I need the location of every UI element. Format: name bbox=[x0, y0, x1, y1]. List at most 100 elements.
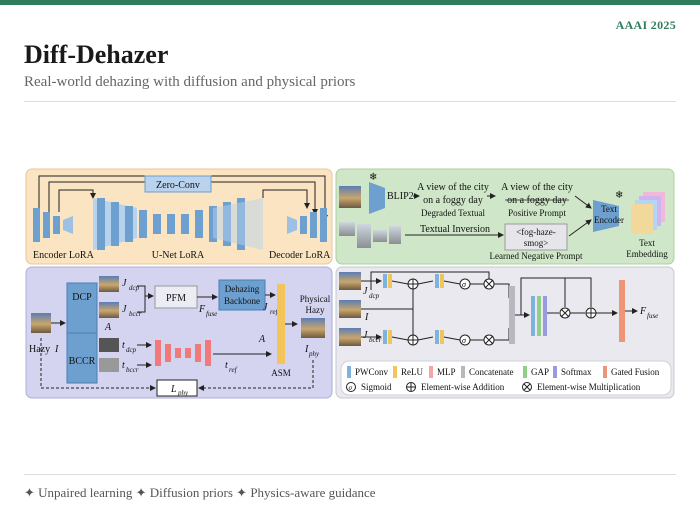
frozen-snowflake-icon-2: ❄ bbox=[615, 190, 623, 201]
legend-gap: GAP bbox=[531, 367, 549, 377]
a-symbol: A bbox=[104, 322, 112, 333]
encoder-lora-blocks bbox=[33, 208, 73, 242]
panel-text-guidance: ❄ BLIP2 A view of the city on a foggy da… bbox=[335, 168, 675, 265]
pfm-in3-subscript: bccr bbox=[369, 336, 382, 344]
blip2-label: BLIP2 bbox=[387, 191, 414, 202]
t-bccr-symbol: t bbox=[122, 360, 125, 371]
a-symbol-2: A bbox=[258, 334, 266, 345]
physical-hazy-image bbox=[301, 318, 325, 338]
hazy-symbol: I bbox=[54, 344, 59, 355]
legend-multiplication: Element-wise Multiplication bbox=[537, 382, 641, 392]
degraded-text-line1: A view of the city bbox=[417, 182, 489, 193]
t-dcp-subscript: dcp bbox=[126, 346, 137, 354]
legend-sigmoid: Sigmoid bbox=[361, 382, 392, 392]
t-dcp-map bbox=[99, 338, 119, 352]
frozen-snowflake-icon: ❄ bbox=[369, 172, 377, 183]
bccr-label: BCCR bbox=[69, 356, 96, 367]
j-ref-subscript: ref bbox=[270, 308, 279, 316]
svg-text:σ: σ bbox=[462, 280, 467, 289]
dehazing-line1: Dehazing bbox=[225, 284, 260, 294]
asm-label: ASM bbox=[271, 368, 291, 378]
f-fuse-out-subscript: fuse bbox=[647, 312, 658, 320]
degraded-text-line2: on a foggy day bbox=[423, 195, 483, 206]
panel-pfm-detail: J dcp I J bccr σ σ bbox=[335, 266, 675, 399]
pfm-legend: PWConv ReLU MLP Concatenate GAP Softmax … bbox=[340, 360, 672, 396]
conference-tag: AAAI 2025 bbox=[615, 18, 676, 32]
blip2-block bbox=[369, 182, 385, 214]
decoder-lora-label: Decoder LoRA bbox=[269, 250, 331, 261]
transmission-unet bbox=[155, 340, 211, 366]
page-title: Diff-Dehazer bbox=[24, 40, 169, 69]
j-bccr-symbol: J bbox=[122, 304, 127, 315]
pfm-input-i-image bbox=[339, 300, 361, 318]
t-ref-subscript: ref bbox=[229, 366, 238, 374]
pfm-in1-symbol: J bbox=[363, 286, 368, 297]
positive-text-line2: on a foggy day bbox=[507, 195, 567, 206]
hazy-image-4 bbox=[389, 226, 401, 244]
pfm-input-jbccr-image bbox=[339, 328, 361, 346]
pfm-in2-symbol: I bbox=[364, 312, 369, 323]
footer-highlights: ✦ Unpaired learning ✦ Diffusion priors ✦… bbox=[24, 485, 376, 500]
t-ref-symbol: t bbox=[225, 360, 228, 371]
legend-softmax: Softmax bbox=[561, 367, 592, 377]
legend-gated-fusion: Gated Fusion bbox=[611, 367, 660, 377]
t-dcp-symbol: t bbox=[122, 340, 125, 351]
legend-sigmoid-icon bbox=[346, 382, 356, 392]
dcp-label: DCP bbox=[72, 292, 92, 303]
legend-mlp: MLP bbox=[437, 367, 456, 377]
hazy-image-2 bbox=[357, 224, 371, 248]
i-phy-subscript: phy bbox=[308, 350, 320, 358]
hazy-label: Hazy bbox=[29, 344, 50, 355]
gated-fusion-bar bbox=[619, 280, 625, 342]
hazy-image-3 bbox=[373, 230, 387, 242]
legend-addition: Element-wise Addition bbox=[421, 382, 505, 392]
l-phy-subscript: phy bbox=[177, 389, 189, 397]
decoder-lora-blocks bbox=[287, 208, 327, 242]
unet-lora-label: U-Net LoRA bbox=[152, 250, 205, 261]
zero-conv-label: Zero-Conv bbox=[156, 180, 200, 191]
top-accent-bar bbox=[0, 0, 700, 5]
f-fuse-subscript: fuse bbox=[206, 310, 217, 318]
positive-prompt-label: Positive Prompt bbox=[508, 208, 566, 218]
text-embedding-line1: Text bbox=[639, 238, 655, 248]
learned-negative-prompt-label: Learned Negative Prompt bbox=[490, 251, 583, 261]
svg-text:σ: σ bbox=[349, 384, 353, 392]
pfm-label: PFM bbox=[166, 293, 186, 304]
degraded-textual-label: Degraded Textual bbox=[421, 208, 485, 218]
hazy-image-1 bbox=[339, 222, 355, 236]
f-fuse-out-symbol: F bbox=[639, 306, 647, 317]
legend-pwconv: PWConv bbox=[355, 367, 389, 377]
pfm-in1-subscript: dcp bbox=[369, 292, 380, 300]
architecture-diagram: Zero-Conv bbox=[25, 168, 675, 400]
panel-physics-guidance: Hazy I DCP BCCR J dcp J bccr A t dcp t b… bbox=[25, 266, 333, 399]
text-encoder-line2: Encoder bbox=[594, 215, 624, 225]
neg-token-line2: smog> bbox=[524, 238, 549, 248]
positive-text-line1: A view of the city bbox=[501, 182, 573, 193]
j-bccr-image bbox=[99, 302, 119, 318]
encoder-lora-label: Encoder LoRA bbox=[33, 250, 95, 261]
footer-divider bbox=[24, 474, 676, 475]
pfm-input-jdcp-image bbox=[339, 272, 361, 290]
panel-lora-finetune: Zero-Conv bbox=[25, 168, 333, 265]
dehazing-line2: Backbone bbox=[224, 296, 260, 306]
pfm-in3-symbol: J bbox=[363, 330, 368, 341]
t-bccr-subscript: bccr bbox=[126, 366, 139, 374]
text-embedding-stack bbox=[631, 192, 665, 234]
text-encoder-block bbox=[593, 200, 619, 232]
l-phy-symbol: L bbox=[170, 384, 177, 395]
unet-lora-blocks bbox=[93, 198, 263, 250]
neg-token-line1: <fog-haze- bbox=[516, 227, 556, 237]
svg-text:σ: σ bbox=[462, 336, 467, 345]
f-fuse-symbol: F bbox=[198, 304, 206, 315]
textual-inversion-label: Textual Inversion bbox=[420, 224, 490, 235]
header-divider bbox=[24, 101, 676, 102]
text-embedding-line2: Embedding bbox=[626, 249, 668, 259]
j-dcp-subscript: dcp bbox=[129, 284, 140, 292]
text-encoder-line1: Text bbox=[601, 204, 617, 214]
page-subtitle: Real-world dehazing with diffusion and p… bbox=[24, 74, 356, 90]
physical-line2: Hazy bbox=[306, 305, 325, 315]
legend-relu: ReLU bbox=[401, 367, 423, 377]
input-image-thumbnail bbox=[339, 186, 361, 208]
t-bccr-map bbox=[99, 358, 119, 372]
i-phy-symbol: I bbox=[304, 344, 309, 355]
